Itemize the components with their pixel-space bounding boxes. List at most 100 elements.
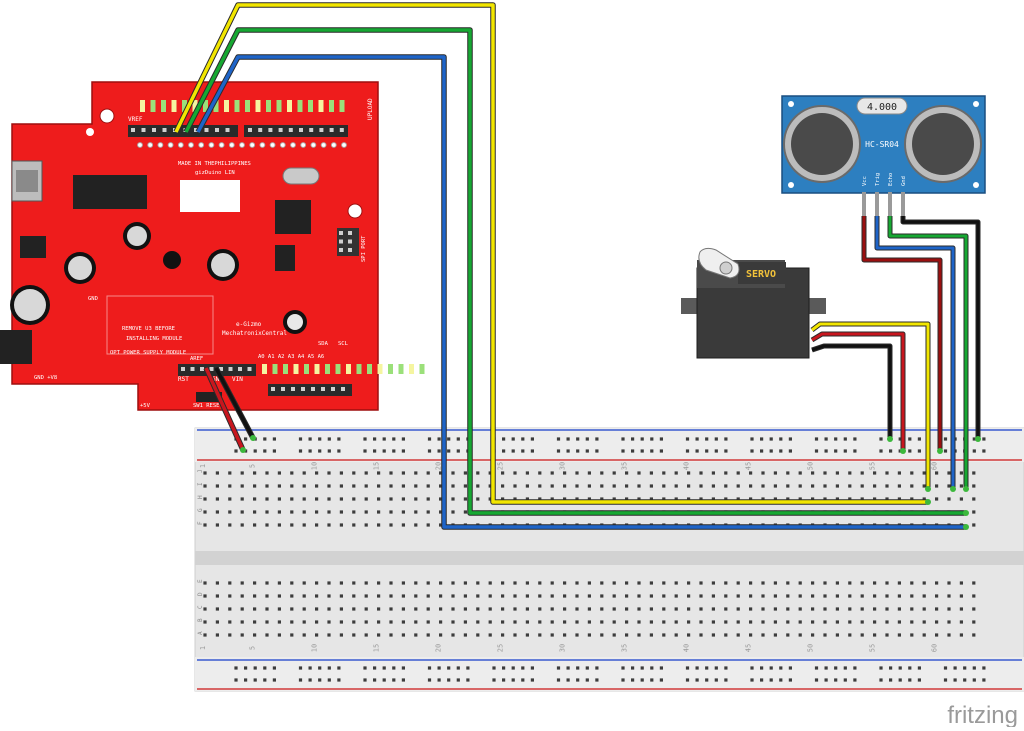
breadboard-hole: [612, 471, 616, 475]
sensor-pin: [888, 192, 892, 216]
rail-hole: [760, 666, 764, 670]
rail-hole: [318, 678, 322, 682]
rail-hole: [714, 678, 718, 682]
breadboard-hole: [228, 594, 232, 598]
breadboard-hole: [674, 633, 678, 637]
rail-hole: [595, 678, 599, 682]
rail-hole: [337, 449, 341, 453]
breadboard-hole: [439, 484, 443, 488]
breadboard-hole: [873, 607, 877, 611]
breadboard-hole: [290, 523, 294, 527]
header-pin: [238, 367, 242, 371]
breadboard-hole: [513, 581, 517, 585]
rail-hole: [640, 437, 644, 441]
rail-hole: [724, 437, 728, 441]
capacitor: [123, 222, 151, 250]
breadboard-hole: [414, 581, 418, 585]
breadboard-hole: [587, 594, 591, 598]
breadboard-hole: [935, 607, 939, 611]
rail-hole: [521, 449, 525, 453]
breadboard-hole: [327, 607, 331, 611]
rail-hole: [943, 437, 948, 441]
breadboard-hole: [253, 607, 257, 611]
breadboard-hole: [959, 497, 963, 501]
breadboard-hole: [649, 497, 653, 501]
breadboard-hole: [265, 607, 269, 611]
rail-hole: [769, 437, 773, 441]
mount-hole: [86, 128, 94, 136]
breadboard-hole: [736, 581, 740, 585]
rail-hole: [943, 449, 948, 453]
breadboard-hole: [228, 581, 232, 585]
breadboard-hole: [364, 594, 368, 598]
silk-gnd: GND: [212, 376, 223, 383]
sensor-pin-label: Trig: [875, 173, 881, 186]
breadboard-hole: [302, 607, 306, 611]
rail-hole: [621, 666, 625, 670]
sensor-trig-wire-end: [950, 486, 956, 492]
breadboard-hole: [253, 510, 257, 514]
rail-hole: [298, 666, 303, 670]
rail-hole: [760, 437, 764, 441]
breadboard-hole: [377, 484, 381, 488]
sensor-mount-hole: [973, 182, 979, 188]
breadboard-hole: [860, 471, 864, 475]
breadboard-hole: [203, 581, 207, 585]
breadboard-hole: [885, 497, 889, 501]
breadboard-hole: [463, 471, 467, 475]
rail-hole: [705, 437, 709, 441]
header-pin: [311, 387, 315, 391]
rail-hole: [272, 678, 276, 682]
rail-hole: [466, 678, 470, 682]
breadboard-column-label: 1: [199, 646, 207, 650]
breadboard-hole: [575, 620, 579, 624]
breadboard-hole: [352, 497, 356, 501]
sensor-pin: [875, 192, 879, 216]
breadboard-hole: [389, 581, 393, 585]
breadboard-hole: [439, 581, 443, 585]
rail-hole: [556, 678, 561, 682]
rail-hole: [853, 437, 857, 441]
servo-label: SERVO: [746, 269, 776, 280]
breadboard-hole: [501, 471, 505, 475]
rail-hole: [779, 437, 783, 441]
rail-hole: [963, 666, 967, 670]
header-pad: [177, 142, 184, 148]
rail-hole: [556, 449, 561, 453]
chip-left: [20, 236, 46, 258]
breadboard-hole: [811, 633, 815, 637]
breadboard-hole: [401, 594, 405, 598]
header-pad: [157, 142, 164, 148]
breadboard-hole: [699, 484, 703, 488]
header-pin: [291, 387, 295, 391]
rail-hole: [943, 678, 948, 682]
rail-hole: [327, 666, 331, 670]
breadboard-hole: [290, 510, 294, 514]
rail-hole: [685, 666, 690, 670]
breadboard-hole: [600, 594, 604, 598]
bottom-power-rail: [195, 657, 1024, 691]
breadboard-hole: [352, 620, 356, 624]
breadboard-hole: [302, 620, 306, 624]
rail-hole: [834, 678, 838, 682]
rail-hole: [244, 678, 248, 682]
breadboard-hole: [724, 581, 728, 585]
breadboard-hole: [773, 607, 777, 611]
breadboard-hole: [389, 594, 393, 598]
breadboard-hole: [290, 497, 294, 501]
breadboard-hole: [401, 471, 405, 475]
header-pad: [320, 142, 327, 148]
breadboard-hole: [587, 620, 591, 624]
breadboard-hole: [649, 620, 653, 624]
rail-hole: [492, 666, 496, 670]
breadboard-hole: [736, 620, 740, 624]
rail-hole: [659, 666, 663, 670]
rail-hole: [714, 449, 718, 453]
breadboard-hole: [587, 497, 591, 501]
header-pad: [208, 142, 215, 148]
rail-hole: [253, 449, 257, 453]
breadboard-hole: [525, 484, 529, 488]
header-pin: [329, 128, 334, 132]
